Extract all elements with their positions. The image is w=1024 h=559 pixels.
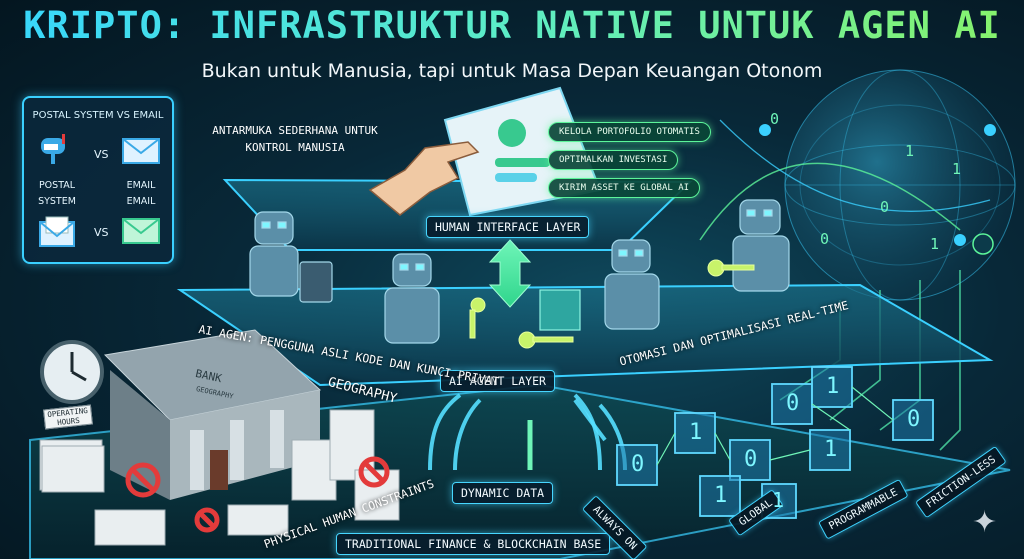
human-control-note: ANTARMUKA SEDERHANA UNTUK KONTROL MANUSI… [212,124,378,154]
hand-illustration [368,141,480,216]
globe-bit: 1 [930,235,940,253]
clock-icon [40,340,104,404]
block-digit: 1 [824,437,838,462]
system-label: SYSTEM [38,196,76,207]
block-digit: 0 [907,407,921,432]
action-send-asset[interactable]: KIRIM ASSET KE GLOBAL AI [548,178,701,198]
email-envelope-icon-2 [122,218,160,244]
globe-bit: 0 [770,110,780,128]
email-label-2: EMAIL [126,196,156,207]
globe-bit: 0 [880,198,890,216]
document-stacks [39,409,400,546]
dynamic-data-label: DYNAMIC DATA [452,482,554,504]
mailbox-icon [41,134,65,164]
robot-agents [249,199,790,344]
block-digit: 0 [631,452,645,477]
bank-building [103,329,322,500]
vs-label-bottom: VS [94,226,109,239]
block-digit: 1 [772,488,785,512]
base-layer-label: TRADITIONAL FINANCE & BLOCKCHAIN BASE [336,533,611,555]
block-digit: 1 [826,374,840,399]
globe-bit: 1 [952,160,962,178]
inset-title: POSTAL SYSTEM VS EMAIL [32,110,164,121]
action-manage-portfolio[interactable]: KELOLA PORTOFOLIO OTOMATIS [548,122,711,142]
ai-agent-layer-label: AI AGENT LAYER [440,370,555,392]
postal-label: POSTAL [38,180,76,191]
globe-bit: 1 [905,142,915,160]
block-digit: 1 [714,483,728,508]
postal-vs-email-panel: POSTAL SYSTEM VS EMAIL VS POSTAL SYSTEM … [22,96,174,264]
letter-icon [39,216,75,247]
human-interface-layer-label: HUMAN INTERFACE LAYER [426,216,590,238]
email-label-1: EMAIL [126,180,156,191]
block-digit: 0 [744,447,758,472]
email-envelope-icon [122,138,160,164]
globe-network [699,69,1016,301]
block-digit: 0 [786,391,800,416]
block-links [656,386,894,466]
block-digit: 1 [689,420,703,445]
vs-label-top: VS [94,148,109,161]
page-subtitle: Bukan untuk Manusia, tapi untuk Masa Dep… [201,60,823,82]
globe-bit: 0 [820,230,830,248]
action-optimize-investment[interactable]: OPTIMALKAN INVESTASI [548,150,679,170]
sparkle-icon: ✦ [972,505,998,540]
page-title: KRIPTO: INFRASTRUKTUR NATIVE UNTUK AGEN … [0,4,1024,47]
key-icons [469,259,755,349]
double-arrow [488,239,532,308]
prohibited-icons [125,456,390,533]
